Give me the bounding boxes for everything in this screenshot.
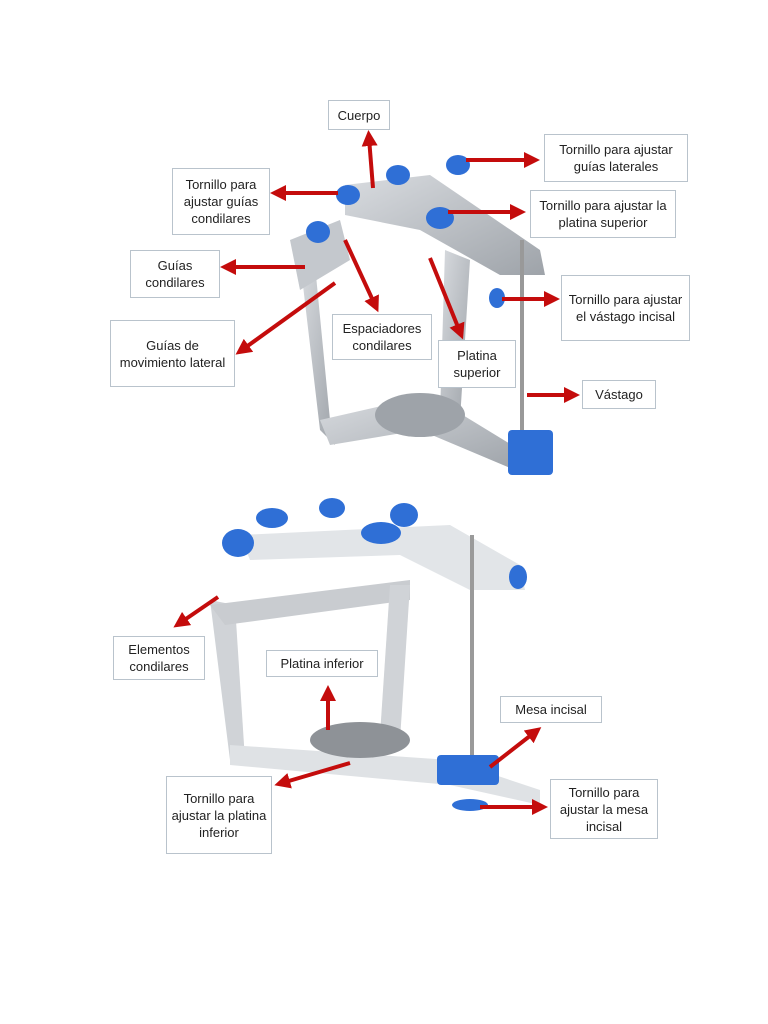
- label-tornillo-vastago: Tornillo para ajustar el vástago incisal: [561, 275, 690, 341]
- label-mesa-incisal: Mesa incisal: [500, 696, 602, 723]
- label-tornillo-platina-inferior: Tornillo para ajustar la platina inferio…: [166, 776, 272, 854]
- label-tornillo-guias-condilares: Tornillo para ajustar guías condilares: [172, 168, 270, 235]
- bottom-articulator: [210, 498, 540, 811]
- label-tornillo-mesa-incisal: Tornillo para ajustar la mesa incisal: [550, 779, 658, 839]
- arrow-cuerpo: [361, 130, 378, 189]
- label-platina-superior: Platina superior: [438, 340, 516, 388]
- label-espaciadores-condilares: Espaciadores condilares: [332, 314, 432, 360]
- label-tornillo-platina-superior: Tornillo para ajustar la platina superio…: [530, 190, 676, 238]
- label-platina-inferior: Platina inferior: [266, 650, 378, 677]
- arrow-platina-superior: [428, 257, 465, 340]
- label-guias-condilares: Guías condilares: [130, 250, 220, 298]
- arrows: [173, 130, 580, 815]
- label-guias-movimiento-lateral: Guías de movimiento lateral: [110, 320, 235, 387]
- arrow-tornillo-platina-inferior: [274, 761, 351, 789]
- label-vastago: Vástago: [582, 380, 656, 409]
- arrow-mesa-incisal: [488, 727, 542, 769]
- label-cuerpo: Cuerpo: [328, 100, 390, 130]
- label-elementos-condilares: Elementos condilares: [113, 636, 205, 680]
- arrow-elementos-condilares: [173, 595, 220, 628]
- arrow-espaciadores-condilares: [343, 239, 379, 313]
- label-tornillo-guias-laterales: Tornillo para ajustar guías laterales: [544, 134, 688, 182]
- knob-icon: [336, 185, 360, 205]
- arrow-guias-movimiento-lateral: [235, 281, 337, 355]
